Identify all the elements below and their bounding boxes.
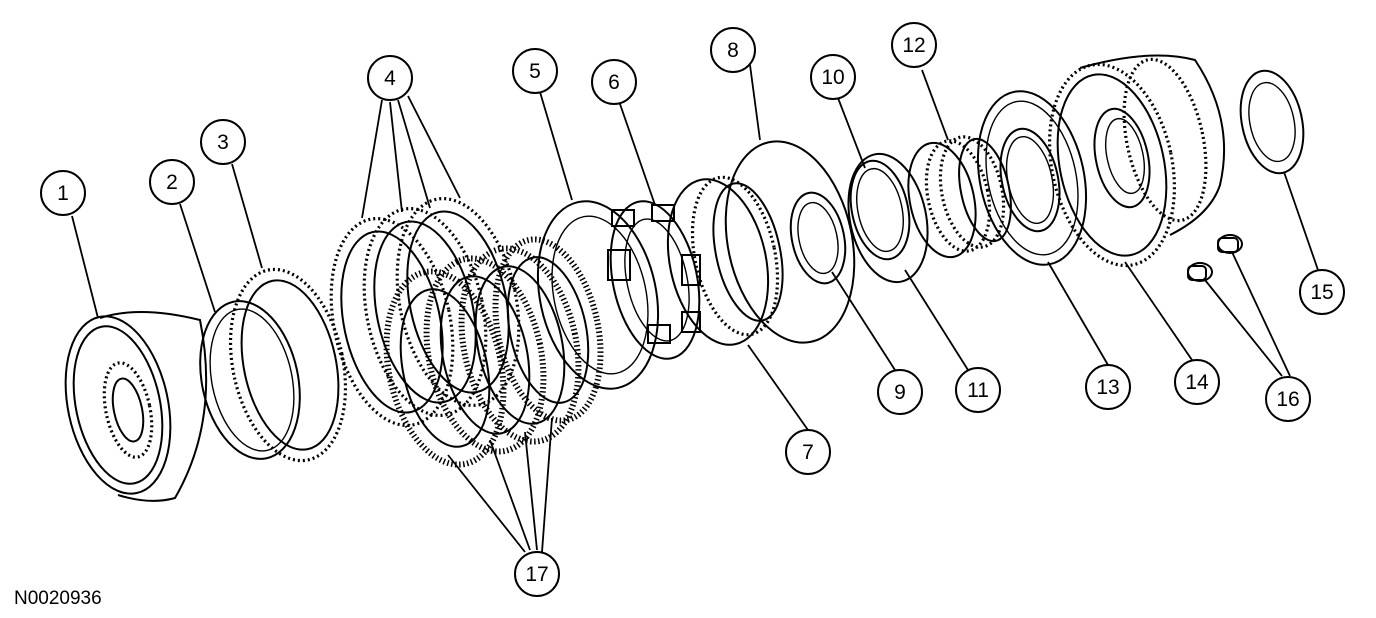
svg-text:9: 9 — [894, 381, 906, 404]
callout-16: 16 — [1265, 376, 1311, 422]
svg-text:15: 15 — [1310, 281, 1333, 304]
part-15-thrust-washer — [1239, 69, 1305, 175]
part-3-pressure-plate — [228, 267, 348, 463]
part-13-piston — [976, 90, 1088, 266]
part-10-ring — [849, 159, 911, 261]
svg-text:10: 10 — [821, 66, 844, 89]
svg-text:3: 3 — [217, 131, 229, 154]
part-4-clutch-steel-plates — [329, 196, 521, 428]
svg-text:2: 2 — [166, 171, 178, 194]
svg-text:17: 17 — [525, 563, 548, 586]
callout-17: 17 — [514, 551, 560, 597]
svg-text:7: 7 — [802, 441, 814, 464]
callout-8: 8 — [710, 27, 756, 73]
part-5-spring-plate — [536, 200, 660, 390]
svg-text:6: 6 — [608, 71, 620, 94]
callout-12: 12 — [891, 22, 937, 68]
svg-text:8: 8 — [727, 39, 739, 62]
part-9-thrust-washer — [789, 191, 847, 285]
svg-text:11: 11 — [967, 379, 989, 402]
callout-9: 9 — [877, 369, 923, 415]
svg-text:5: 5 — [529, 60, 541, 83]
part-8-snap-ring — [724, 140, 856, 344]
part-16-seals — [1187, 234, 1243, 282]
callout-5: 5 — [512, 48, 558, 94]
svg-text:1: 1 — [57, 182, 69, 205]
part-14-housing — [1047, 54, 1226, 268]
part-11-snap-ring — [847, 152, 929, 284]
svg-text:16: 16 — [1276, 388, 1299, 411]
part-7-splined-hub — [666, 175, 784, 346]
svg-text:14: 14 — [1185, 371, 1209, 394]
callout-3: 3 — [200, 119, 246, 165]
callout-15: 15 — [1299, 269, 1345, 315]
part-12-one-way-clutch — [907, 135, 1012, 259]
part-17-friction-plates — [383, 236, 604, 468]
svg-text:13: 13 — [1096, 376, 1119, 399]
part-2-snap-ring — [199, 300, 301, 460]
svg-text:4: 4 — [384, 67, 396, 90]
callout-14: 14 — [1174, 359, 1220, 405]
part-1-drum — [64, 310, 208, 502]
svg-text:12: 12 — [902, 34, 925, 57]
callout-4: 4 — [367, 55, 413, 101]
callout-10: 10 — [810, 54, 856, 100]
callout-2: 2 — [149, 159, 195, 205]
callout-13: 13 — [1085, 364, 1131, 410]
callout-6: 6 — [591, 59, 637, 105]
callout-11: 11 — [955, 367, 1001, 413]
figure-id: N0020936 — [14, 588, 102, 609]
callout-7: 7 — [785, 429, 831, 475]
callout-1: 1 — [40, 170, 86, 216]
leader-lines — [71, 64, 1319, 553]
